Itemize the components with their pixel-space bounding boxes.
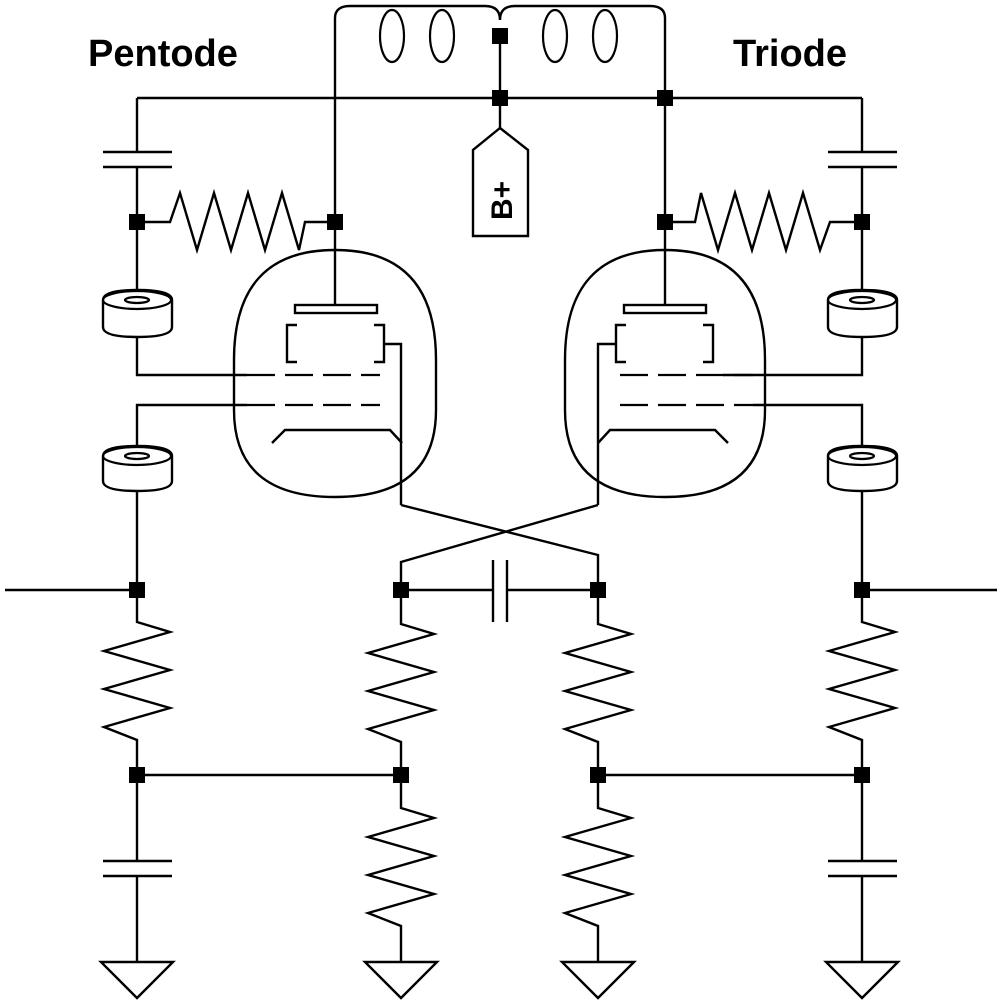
pentode-feedback-network xyxy=(103,98,335,290)
b-plus-supply: B+ xyxy=(471,36,530,238)
pentode-screen-wire xyxy=(135,337,247,377)
transformer-primary xyxy=(333,4,667,215)
coil-right xyxy=(541,8,619,64)
ferrite-bead-left-top xyxy=(101,288,174,339)
triode-screen-wire xyxy=(723,337,864,377)
ground-center-right xyxy=(559,960,637,1000)
resistor-left-grid xyxy=(99,590,175,775)
triode-tube xyxy=(563,222,767,505)
capacitor-left-top xyxy=(103,150,172,169)
ground-center-left xyxy=(362,960,440,1000)
resistor-left-top xyxy=(137,188,335,255)
ground-left xyxy=(98,960,176,1000)
b-plus-label: B+ xyxy=(486,181,519,220)
capacitor-right-bottom xyxy=(828,859,897,878)
ferrite-bead-right-bottom xyxy=(826,444,899,493)
coil-left xyxy=(378,8,456,64)
junction-dots xyxy=(129,28,870,783)
resistor-center-right-upper xyxy=(560,590,636,775)
coupling-capacitor xyxy=(491,560,509,622)
triode-grid-wire xyxy=(753,403,864,448)
resistor-center-left-lower xyxy=(363,775,439,962)
pentode-tube xyxy=(232,222,438,505)
ground-right xyxy=(823,960,901,1000)
capacitor-left-bottom xyxy=(103,859,172,878)
pentode-label: Pentode xyxy=(88,33,238,75)
pentode-grid-wire xyxy=(135,403,247,448)
resistor-right-grid xyxy=(824,590,900,775)
triode-feedback-network xyxy=(665,98,897,290)
resistor-center-right-lower xyxy=(560,775,636,962)
triode-label: Triode xyxy=(733,33,847,75)
resistor-right-top xyxy=(665,188,862,255)
ferrite-bead-left-bottom xyxy=(101,444,174,493)
capacitor-right-top xyxy=(828,150,897,169)
ferrite-bead-right-top xyxy=(826,288,899,339)
resistor-center-left-upper xyxy=(363,590,439,775)
